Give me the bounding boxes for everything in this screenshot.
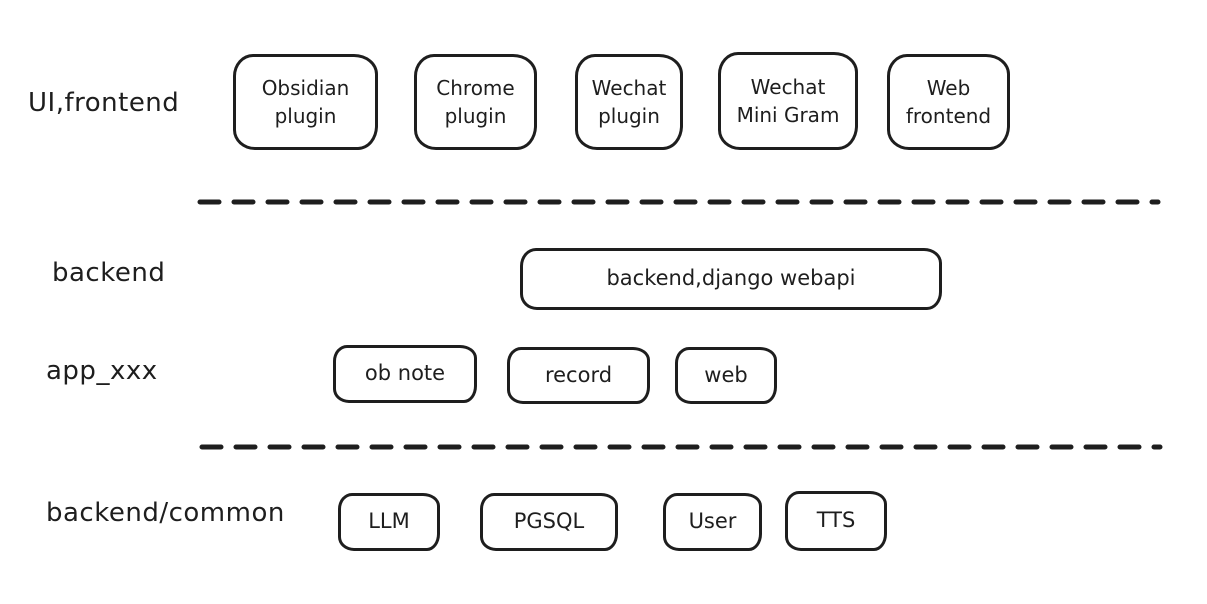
dashed-divider-top xyxy=(197,199,1161,205)
box-user-label: User xyxy=(688,509,737,534)
row-label-backend-common: backend/common xyxy=(46,498,285,528)
box-pgsql: PGSQL xyxy=(480,493,618,551)
box-web-frontend: Web frontend xyxy=(887,54,1010,150)
box-user: User xyxy=(663,493,762,551)
box-llm: LLM xyxy=(338,493,440,551)
box-tts: TTS xyxy=(785,491,887,551)
box-backend-django-webapi: backend,django webapi xyxy=(520,248,942,310)
row-label-backend: backend xyxy=(52,258,166,288)
box-web-label: web xyxy=(704,362,748,387)
box-web: web xyxy=(675,347,777,404)
box-pgsql-label: PGSQL xyxy=(513,509,585,534)
box-chrome-plugin: Chrome plugin xyxy=(414,54,537,150)
box-obsidian-plugin-label: Obsidian plugin xyxy=(261,76,350,128)
row-label-app-xxx: app_xxx xyxy=(46,356,158,386)
box-wechat-plugin: Wechat plugin xyxy=(575,54,683,150)
box-record: record xyxy=(507,347,650,404)
box-ob-note: ob note xyxy=(333,345,477,403)
box-record-label: record xyxy=(544,362,613,387)
dashed-divider-bottom xyxy=(199,444,1163,450)
box-web-frontend-label: Web frontend xyxy=(905,76,992,128)
box-ob-note-label: ob note xyxy=(364,361,446,386)
box-wechat-mini-gram-label: Wechat Mini Gram xyxy=(736,75,840,127)
box-llm-label: LLM xyxy=(368,509,410,534)
box-backend-django-webapi-label: backend,django webapi xyxy=(606,266,856,291)
box-wechat-plugin-label: Wechat plugin xyxy=(591,76,667,128)
row-label-ui-frontend: UI,frontend xyxy=(28,88,180,118)
box-wechat-mini-gram: Wechat Mini Gram xyxy=(718,52,858,150)
box-tts-label: TTS xyxy=(816,508,856,533)
box-chrome-plugin-label: Chrome plugin xyxy=(436,76,515,128)
box-obsidian-plugin: Obsidian plugin xyxy=(233,54,378,150)
